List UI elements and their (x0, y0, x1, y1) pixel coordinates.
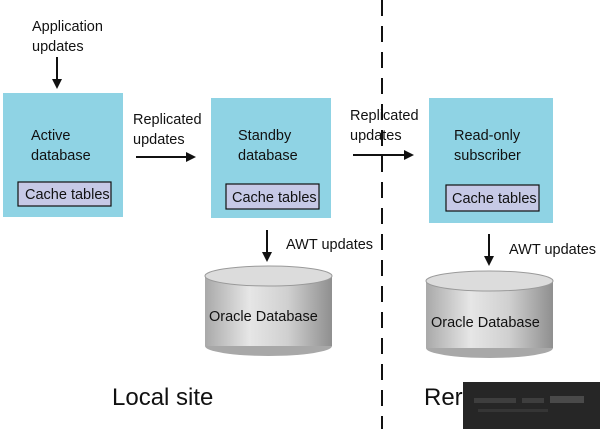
active-cache-tables-box (17, 181, 112, 207)
dark-overlay-patch (463, 382, 600, 429)
standby-cache-tables-box (225, 183, 320, 210)
local-site-label: Local site (112, 384, 213, 411)
subscriber-label-line1: Read-only (454, 128, 521, 144)
oracle-database-1-label: Oracle Database (209, 309, 318, 325)
active-database-label-line2: database (31, 148, 91, 164)
subscriber-cache-tables-box (445, 184, 540, 212)
active-cache-tables-label: Cache tables (25, 187, 110, 203)
standby-cache-tables-label: Cache tables (232, 190, 317, 206)
oracle-database-1-cylinder (204, 265, 333, 356)
oracle-database-2-label: Oracle Database (431, 315, 540, 331)
app-updates-label-line2: updates (32, 39, 84, 55)
app-updates-label-line1: Application (32, 19, 103, 35)
awt-updates-1-label: AWT updates (286, 237, 373, 253)
replicated-updates-2-line2: updates (350, 128, 402, 144)
subscriber-label-line2: subscriber (454, 148, 521, 164)
subscriber-cache-tables-label: Cache tables (452, 191, 537, 207)
standby-database-label-line1: Standby (238, 128, 292, 144)
remote-site-label-partial: Rer (424, 384, 463, 411)
replicated-updates-1-line2: updates (133, 132, 185, 148)
oracle-database-2-cylinder (425, 270, 554, 358)
replicated-updates-1-line1: Replicated (133, 112, 202, 128)
active-database-label-line1: Active (31, 128, 71, 144)
awt-updates-2-label: AWT updates (509, 242, 596, 258)
replicated-updates-2-line1: Replicated (350, 108, 419, 124)
standby-database-label-line2: database (238, 148, 298, 164)
